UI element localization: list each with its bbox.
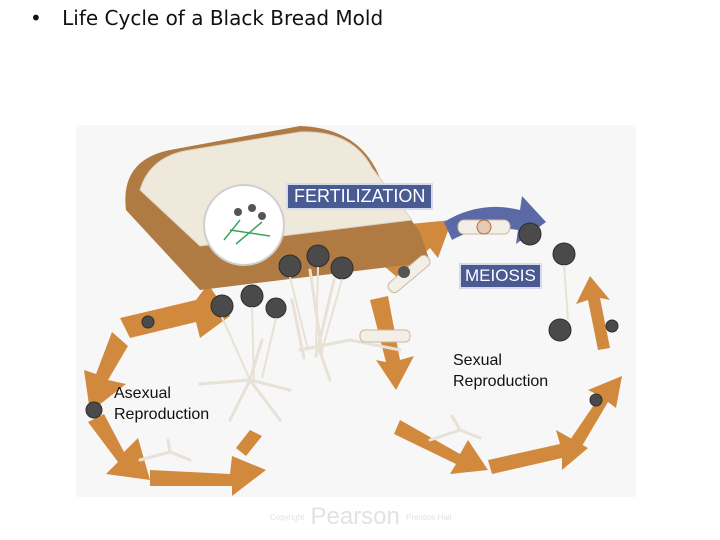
sexual-label-line1: Sexual xyxy=(453,352,502,369)
zygospore-icon xyxy=(359,219,511,343)
bullet-icon: • xyxy=(30,6,42,30)
sporangium-icon xyxy=(85,401,103,419)
sporangium-icon xyxy=(210,294,234,318)
cycle-arrow-icon xyxy=(88,414,150,480)
cycle-arrow-icon xyxy=(570,376,622,446)
sporangium-icon xyxy=(265,297,287,319)
copyright-watermark: Copyright Pearson Prentice Hall xyxy=(270,503,451,531)
slide-title: • Life Cycle of a Black Bread Mold xyxy=(30,6,383,30)
sporangia-group xyxy=(85,222,619,419)
magnified-view-icon xyxy=(203,184,285,266)
cycle-arrow-icon xyxy=(150,456,266,496)
sporangium-icon xyxy=(552,242,576,266)
fertilization-label: FERTILIZATION xyxy=(286,183,434,210)
sporangium-icon xyxy=(330,256,354,280)
meiosis-label: MEIOSIS xyxy=(459,263,542,289)
sporangium-icon xyxy=(278,254,302,278)
watermark-left: Copyright xyxy=(270,513,305,522)
sporangium-icon xyxy=(518,222,542,246)
asexual-label-line2: Reproduction xyxy=(114,406,210,423)
sporangium-icon xyxy=(141,315,155,329)
sporangium-icon xyxy=(306,244,330,268)
cycle-arrow-icon xyxy=(488,430,588,474)
asexual-reproduction-label: Asexual Reproduction xyxy=(114,383,209,425)
asexual-label-line1: Asexual xyxy=(114,385,171,402)
bread-slice-icon xyxy=(125,126,430,290)
sporangium-icon xyxy=(240,284,264,308)
sporangium-icon xyxy=(548,318,572,342)
sexual-label-line2: Reproduction xyxy=(453,373,549,390)
cycle-arrow-icon xyxy=(576,276,610,350)
cycle-arrow-icon xyxy=(394,420,488,474)
sporangium-icon xyxy=(605,319,619,333)
sporangium-icon xyxy=(589,393,603,407)
hyphae-icon xyxy=(138,268,482,462)
cycle-arrow-icon xyxy=(370,296,414,390)
asexual-cycle-arrows xyxy=(84,284,266,496)
watermark-right: Prentice Hall xyxy=(406,513,452,522)
watermark-center: Pearson xyxy=(310,503,400,530)
cycle-arrow-icon xyxy=(84,332,128,412)
sporangiophores xyxy=(221,264,569,381)
slide-title-text: Life Cycle of a Black Bread Mold xyxy=(62,6,384,30)
cycle-arrow-icon xyxy=(236,430,262,456)
sexual-reproduction-label: Sexual Reproduction xyxy=(453,350,548,392)
